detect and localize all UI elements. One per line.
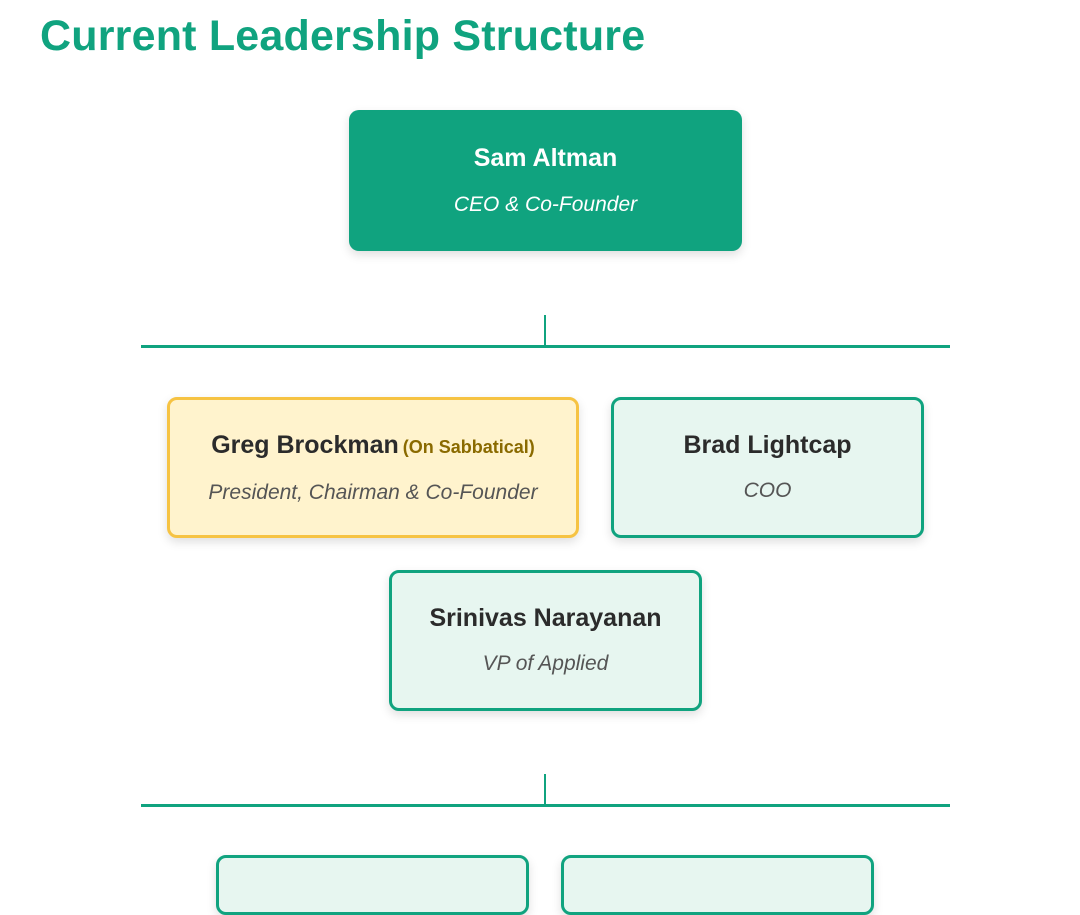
org-node-vp-applied: Srinivas Narayanan VP of Applied — [389, 570, 702, 711]
node-name-text: Greg Brockman — [211, 431, 399, 459]
node-role: COO — [743, 479, 792, 502]
page-title: Current Leadership Structure — [40, 12, 646, 60]
connector-horizontal — [141, 804, 950, 807]
node-role: VP of Applied — [482, 652, 609, 675]
org-node-ceo: Sam Altman CEO & Co-Founder — [349, 110, 742, 251]
connector-vertical — [544, 774, 546, 806]
connector-vertical — [544, 315, 546, 347]
node-role: President, Chairman & Co-Founder — [208, 481, 538, 504]
org-node-partial — [216, 855, 529, 915]
node-name: Brad Lightcap — [683, 431, 852, 459]
connector-horizontal — [141, 345, 950, 348]
org-node-coo: Brad Lightcap COO — [611, 397, 924, 538]
org-node-partial — [561, 855, 874, 915]
sabbatical-badge: (On Sabbatical) — [402, 437, 535, 457]
node-name: Sam Altman — [473, 144, 618, 172]
org-node-president: Greg Brockman(On Sabbatical) President, … — [167, 397, 579, 538]
node-name: Srinivas Narayanan — [429, 604, 662, 632]
node-role: CEO & Co-Founder — [453, 193, 638, 216]
node-name: Greg Brockman(On Sabbatical) — [170, 430, 576, 462]
